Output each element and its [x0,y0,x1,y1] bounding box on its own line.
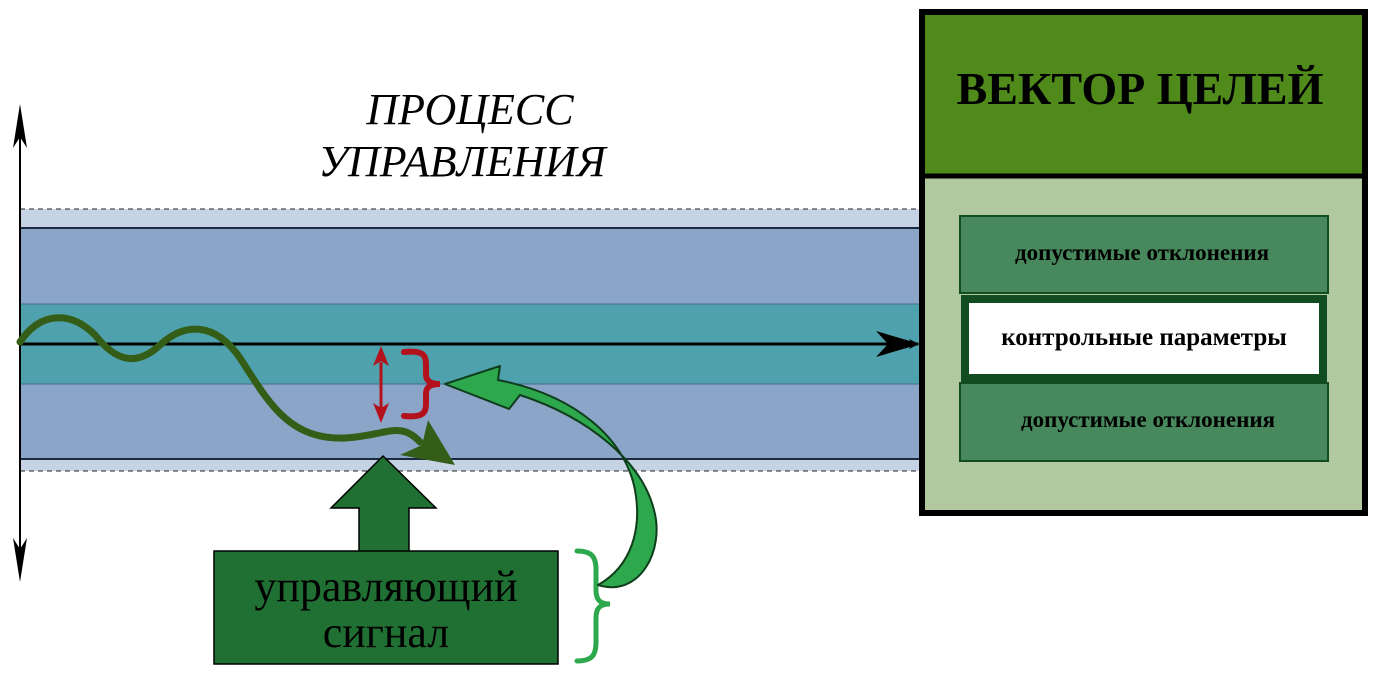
control-signal-box: управляющий сигнал [213,550,559,665]
process-title-line1: ПРОЦЕСС [365,85,574,134]
control-signal-line2: сигнал [323,608,450,657]
upper-deviation-box [959,215,1329,294]
feedback-brace-icon [574,548,611,664]
feedback-arrow-icon [444,365,658,589]
control-parameters-label: контрольные параметры [1001,324,1287,351]
lower-deviation-label: допустимые отклонения [1021,407,1275,432]
process-title-line2: УПРАВЛЕНИЯ [318,137,607,186]
lower-deviation-box [959,382,1329,462]
axis-up-arrow-icon [13,104,27,148]
axis-down-arrow-icon [13,538,27,582]
deviation-down-arrow-icon [373,403,389,423]
trajectory-curve [16,314,424,446]
control-signal-line1: управляющий [254,562,517,611]
target-axis-arrowhead-icon [876,331,920,357]
deviation-up-arrow-icon [373,346,389,366]
deviation-marker [373,346,441,423]
process-bands [19,208,921,472]
trajectory-arrowhead-icon [400,420,455,465]
upper-deviation-label: допустимые отклонения [1015,240,1269,265]
goal-vector-header [922,12,1365,176]
goal-vector-panel: ВЕКТОР ЦЕЛЕЙ допустимые отклонения контр… [919,9,1368,516]
deviation-brace-icon [401,348,441,420]
control-parameters-box [961,295,1327,382]
process-trajectory [16,314,455,465]
goal-vector-title: ВЕКТОР ЦЕЛЕЙ [957,63,1324,114]
